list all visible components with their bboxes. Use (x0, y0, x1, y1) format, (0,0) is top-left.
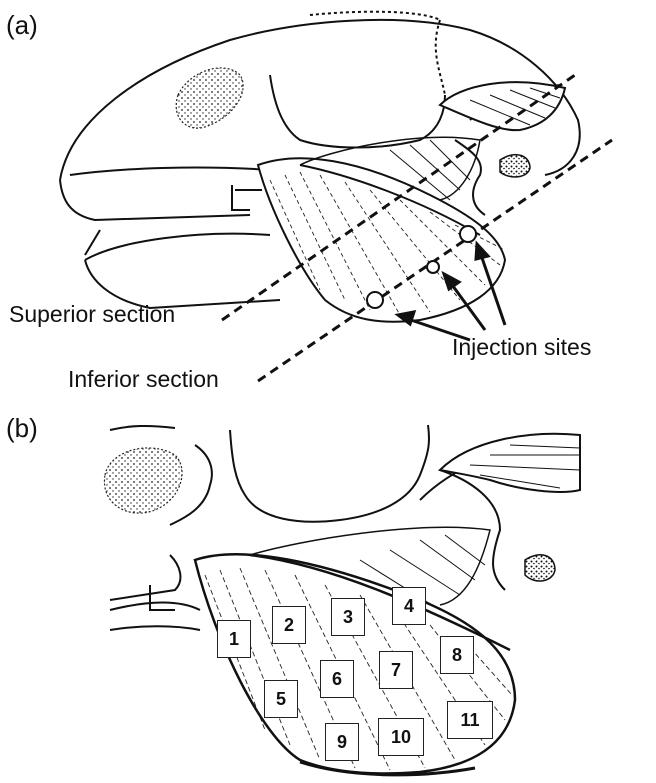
region-8-label: 8 (440, 636, 474, 674)
region-9-label: 9 (325, 723, 359, 761)
inferior-section-label: Inferior section (68, 366, 219, 393)
region-10-label: 10 (378, 718, 424, 756)
region-2-label: 2 (272, 606, 306, 644)
region-6-label: 6 (320, 660, 354, 698)
region-3-label: 3 (331, 598, 365, 636)
panel-a-label: (a) (6, 10, 38, 41)
temporal-muscle-a (440, 82, 565, 130)
stipple-patch-a (176, 68, 243, 128)
superior-section-label: Superior section (9, 301, 175, 328)
region-1-label: 1 (217, 620, 251, 658)
temporal-muscle-b (440, 434, 580, 492)
region-4-label: 4 (392, 587, 426, 625)
injection-sites-label: Injection sites (452, 334, 591, 361)
panel-b-label: (b) (6, 413, 38, 444)
region-11-label: 11 (447, 701, 493, 739)
region-7-label: 7 (379, 651, 413, 689)
stipple-patch-b (104, 448, 182, 513)
region-5-label: 5 (264, 680, 298, 718)
